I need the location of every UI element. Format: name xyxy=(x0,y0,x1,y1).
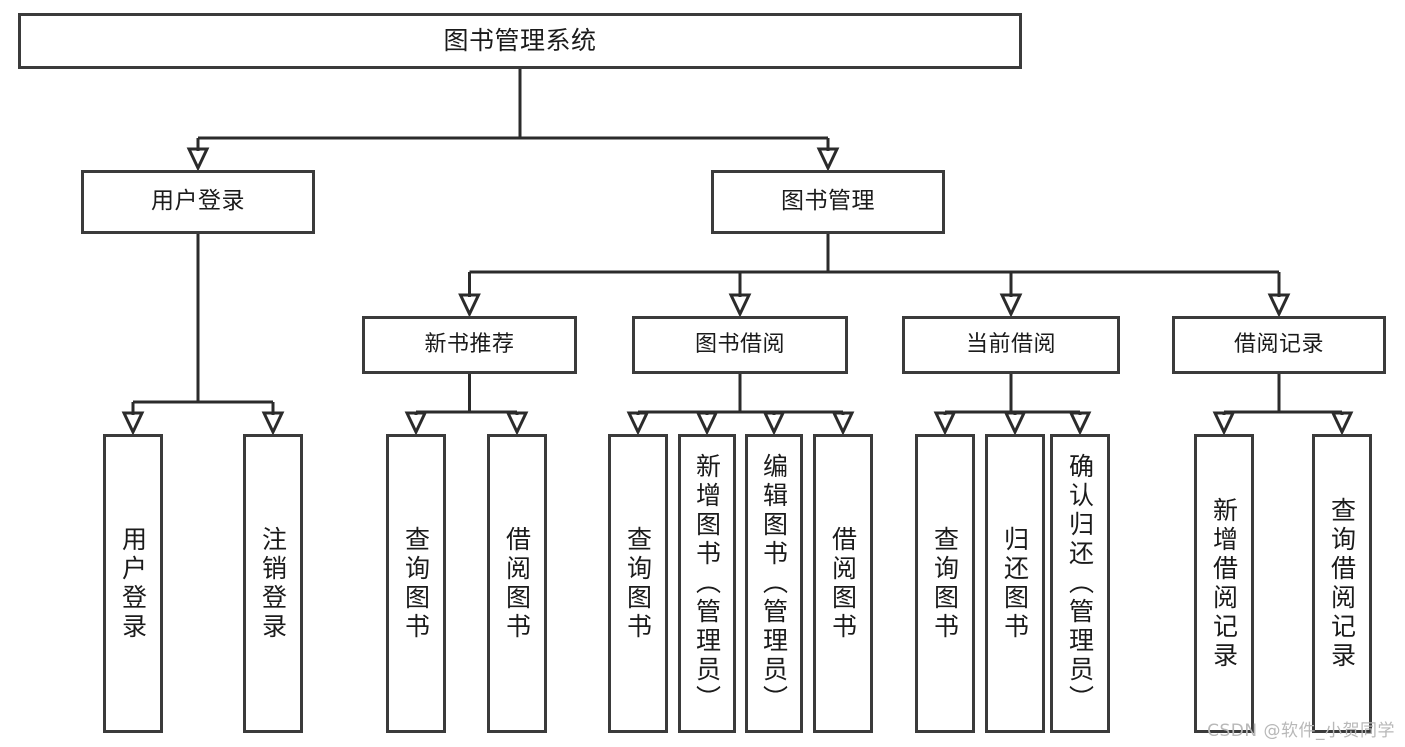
leaf-node[interactable]: 查询图书 xyxy=(915,434,975,733)
leaf-node-label: 查询图书 xyxy=(623,525,653,642)
leaf-node-label: 用户登录 xyxy=(118,525,148,642)
leaf-node[interactable]: 用户登录 xyxy=(103,434,163,733)
leaf-node-label: 编辑图书（管理员） xyxy=(759,453,789,714)
watermark: CSDN @软件_小贺同学 xyxy=(1207,721,1395,741)
leaf-node-label: 查询图书 xyxy=(930,525,960,642)
leaf-node-label: 查询借阅记录 xyxy=(1327,496,1357,671)
leaf-node-label: 确认归还（管理员） xyxy=(1065,453,1095,714)
node-current-borrow-label: 当前借阅 xyxy=(965,332,1056,358)
leaf-node[interactable]: 查询借阅记录 xyxy=(1312,434,1372,733)
leaf-node[interactable]: 确认归还（管理员） xyxy=(1050,434,1110,733)
leaf-node[interactable]: 编辑图书（管理员） xyxy=(745,434,803,733)
node-new-book-recommend-label: 新书推荐 xyxy=(424,332,515,358)
node-book-borrow[interactable]: 图书借阅 xyxy=(632,316,848,374)
node-borrow-records-label: 借阅记录 xyxy=(1233,332,1324,358)
node-current-borrow[interactable]: 当前借阅 xyxy=(902,316,1120,374)
node-user-login[interactable]: 用户登录 xyxy=(81,170,315,234)
node-user-login-label: 用户登录 xyxy=(151,188,245,215)
leaf-node[interactable]: 归还图书 xyxy=(985,434,1045,733)
leaf-node-label: 借阅图书 xyxy=(502,525,532,642)
leaf-node[interactable]: 新增借阅记录 xyxy=(1194,434,1254,733)
node-root-label: 图书管理系统 xyxy=(443,26,597,56)
leaf-node-label: 查询图书 xyxy=(401,525,431,642)
leaf-node[interactable]: 查询图书 xyxy=(386,434,446,733)
leaf-node[interactable]: 查询图书 xyxy=(608,434,668,733)
leaf-node-label: 新增借阅记录 xyxy=(1209,496,1239,671)
leaf-node-label: 新增图书（管理员） xyxy=(692,453,722,714)
node-book-management-label: 图书管理 xyxy=(781,188,875,215)
leaf-node-label: 借阅图书 xyxy=(828,525,858,642)
node-book-borrow-label: 图书借阅 xyxy=(694,332,785,358)
node-borrow-records[interactable]: 借阅记录 xyxy=(1172,316,1386,374)
leaf-node[interactable]: 借阅图书 xyxy=(813,434,873,733)
leaf-node-label: 注销登录 xyxy=(258,525,288,642)
leaf-node[interactable]: 借阅图书 xyxy=(487,434,547,733)
node-new-book-recommend[interactable]: 新书推荐 xyxy=(362,316,577,374)
leaf-node-label: 归还图书 xyxy=(1000,525,1030,642)
node-root[interactable]: 图书管理系统 xyxy=(18,13,1022,69)
node-book-management[interactable]: 图书管理 xyxy=(711,170,945,234)
leaf-node[interactable]: 注销登录 xyxy=(243,434,303,733)
leaf-node[interactable]: 新增图书（管理员） xyxy=(678,434,736,733)
